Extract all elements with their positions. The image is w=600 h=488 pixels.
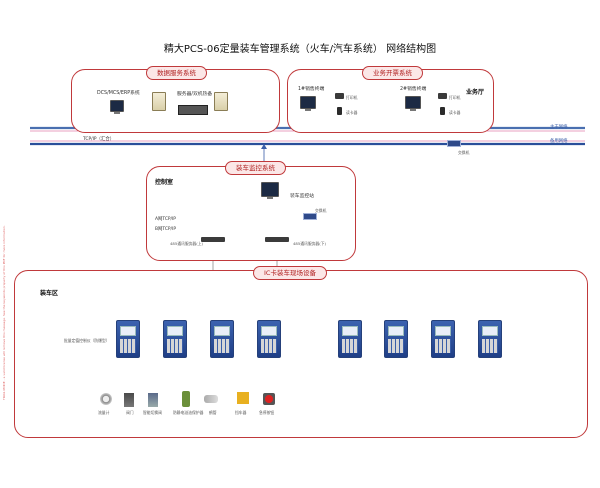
dcs-computer-icon <box>110 100 124 114</box>
terminal2-computer-icon <box>405 96 421 111</box>
controller-panel-3 <box>210 320 234 358</box>
reader1-label: 读卡器 <box>346 110 358 115</box>
controller-panel-8 <box>478 320 502 358</box>
valve-icon <box>124 393 134 407</box>
server-icon-2 <box>214 92 228 111</box>
hub-right-label: 485通讯服务器(下) <box>293 241 326 246</box>
switch-valve-icon <box>148 393 158 407</box>
terminal1-computer-icon <box>300 96 316 111</box>
printer1-icon <box>335 93 344 99</box>
loading-area-label: 装车区 <box>40 290 59 297</box>
device-label-6: 挡车器 <box>235 410 247 415</box>
device-label-3: 智能切换阀 <box>143 410 162 415</box>
controller-panel-7 <box>431 320 455 358</box>
data-service-header: 数据服务系统 <box>146 66 207 80</box>
terminal2-label: 2#销售终端 <box>400 87 427 92</box>
printer2-label: 打印机 <box>449 95 461 100</box>
terminal1-label: 1#销售终端 <box>298 87 325 92</box>
main-net-label: 主干网络 <box>550 125 568 130</box>
controller-label: 批量定值控制仪（防爆型） <box>64 338 110 343</box>
device-label-4: 防静电溢油保护器 <box>173 410 204 415</box>
emergency-stop-icon <box>263 393 275 405</box>
uplink-arrow <box>261 144 267 149</box>
business-hall-label: 业务厅 <box>466 89 485 96</box>
controller-panel-5 <box>338 320 362 358</box>
controller-panel-1 <box>116 320 140 358</box>
backbone-switch-icon <box>447 140 461 147</box>
field-header: IC卡装车现场设备 <box>253 266 327 280</box>
net-b-label: B网TCP/IP <box>155 227 176 232</box>
monitor-station-label: 装车监控站 <box>290 194 314 199</box>
controller-panel-6 <box>384 320 408 358</box>
business-header: 业务开票系统 <box>362 66 423 80</box>
hub-right-icon <box>265 237 289 242</box>
monitor-box <box>146 166 356 261</box>
net-a-label: A网TCP/IP <box>155 217 176 222</box>
controller-panel-4 <box>257 320 281 358</box>
printer1-label: 打印机 <box>346 95 358 100</box>
monitor-switch-icon <box>303 213 317 220</box>
reader2-label: 读卡器 <box>449 110 461 115</box>
overflow-protector-icon <box>182 391 190 407</box>
controller-panel-2 <box>163 320 187 358</box>
dcs-label: DCS/MCS/ERP系统 <box>97 91 140 96</box>
trial-watermark: TRIAL MODE - a valid license will remove… <box>2 225 6 400</box>
flowmeter-icon <box>100 393 112 405</box>
backup-net-label: 备用网络 <box>550 139 568 144</box>
monitor-header: 装车监控系统 <box>225 161 286 175</box>
device-label-5: 鹤管 <box>209 410 217 415</box>
diagram-title: 精大PCS-06定量装车管理系统（火车/汽车系统） 网络结构图 <box>163 44 437 55</box>
storage-array-icon <box>178 105 208 115</box>
reader1-icon <box>337 107 342 115</box>
monitor-station-icon <box>261 182 279 199</box>
hub-left-label: 485通讯服务器(上) <box>170 241 203 246</box>
control-room-label: 控制室 <box>155 179 174 186</box>
device-label-2: 阀门 <box>126 410 134 415</box>
device-label-1: 流量计 <box>98 410 110 415</box>
server-icon-1 <box>152 92 166 111</box>
tcpip-label: TCP/IP（汇合） <box>83 137 115 142</box>
hub-left-icon <box>201 237 225 242</box>
monitor-switch-label: 交换机 <box>315 208 327 213</box>
loading-arm-icon <box>204 395 218 403</box>
server-label: 服务器/双机热备 <box>177 92 213 97</box>
stopper-icon <box>237 392 249 404</box>
printer2-icon <box>438 93 447 99</box>
reader2-icon <box>440 107 445 115</box>
backbone-switch-label: 交换机 <box>458 150 470 155</box>
device-label-7: 急停按钮 <box>259 410 275 415</box>
